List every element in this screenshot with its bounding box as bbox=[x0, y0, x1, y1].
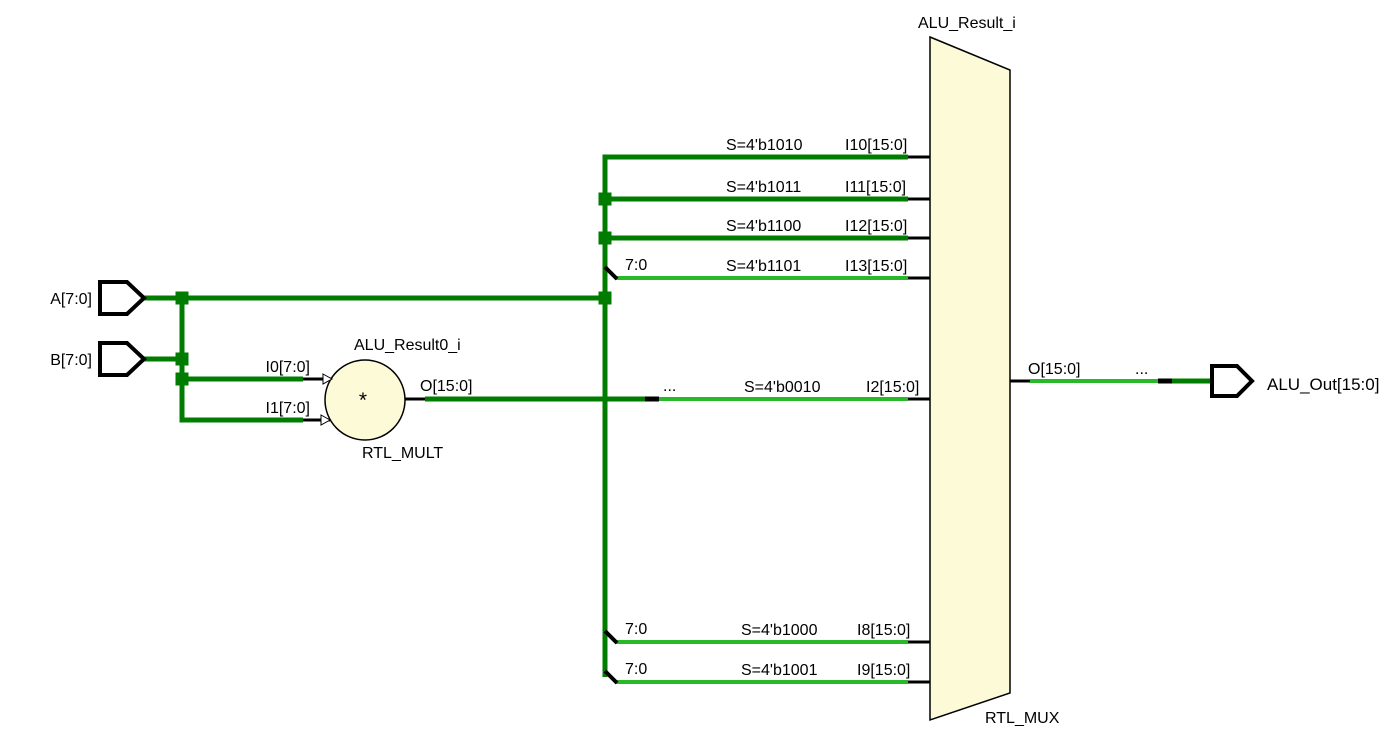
wire-label: ... bbox=[1135, 361, 1148, 378]
wire-label: I12[15:0] bbox=[845, 218, 907, 235]
wire-label: S=4'b1100 bbox=[726, 218, 801, 235]
port-a-input[interactable] bbox=[98, 280, 147, 316]
wire-junction bbox=[598, 192, 612, 206]
wire-label: ALU_Result0_i bbox=[354, 337, 461, 354]
wire-label: O[15:0] bbox=[1028, 361, 1080, 378]
bus-slice-tick bbox=[603, 629, 619, 645]
wire-label: S=4'b1001 bbox=[741, 662, 818, 679]
bus-slice-tick bbox=[603, 265, 619, 281]
wire-ab-vertical[interactable] bbox=[179, 298, 303, 423]
wire-junction bbox=[175, 291, 189, 305]
port-alu_out-output[interactable] bbox=[1210, 364, 1255, 398]
wire-junction bbox=[175, 372, 189, 386]
wire-label: ... bbox=[663, 378, 676, 395]
wire-label: S=4'b1011 bbox=[726, 179, 801, 196]
wire-label: I9[15:0] bbox=[857, 662, 910, 679]
wire-label: S=4'b1010 bbox=[726, 137, 803, 154]
wire-junction bbox=[598, 291, 612, 305]
mult-operator-symbol: * bbox=[359, 389, 367, 412]
wire-label: RTL_MUX bbox=[985, 710, 1060, 727]
wire-label: I8[15:0] bbox=[857, 622, 910, 639]
wire-label: O[15:0] bbox=[420, 378, 472, 395]
rtl-mult-shape[interactable] bbox=[324, 359, 406, 441]
wire-label: S=4'b1101 bbox=[726, 258, 801, 275]
port-b-input[interactable] bbox=[98, 341, 147, 377]
wire-label: S=4'b1000 bbox=[741, 622, 818, 639]
bus-slice-tick bbox=[603, 669, 619, 685]
port-label-a: A[7:0] bbox=[50, 291, 92, 308]
mult-input-pin-arrow-icon bbox=[322, 373, 334, 385]
wire-label: 7:0 bbox=[625, 661, 647, 678]
wire-mux-bus-trunk[interactable] bbox=[602, 154, 908, 677]
wire-label: I0[7:0] bbox=[266, 359, 310, 376]
wire-label: I13[15:0] bbox=[845, 258, 907, 275]
port-label-alu_out: ALU_Out[15:0] bbox=[1267, 375, 1379, 394]
wire-label: 7:0 bbox=[625, 621, 647, 638]
wire-label: S=4'b0010 bbox=[744, 379, 821, 396]
wire-label: RTL_MULT bbox=[362, 445, 443, 462]
wire-label: ALU_Result_i bbox=[918, 15, 1016, 32]
mult-input-pin-arrow-icon bbox=[320, 414, 332, 426]
wire-junction bbox=[598, 231, 612, 245]
wire-label: I2[15:0] bbox=[866, 379, 919, 396]
rtl-mux-shape[interactable] bbox=[929, 35, 1011, 722]
port-label-b: B[7:0] bbox=[50, 352, 92, 369]
wire-junction bbox=[175, 352, 189, 366]
wire-label: I10[15:0] bbox=[845, 137, 907, 154]
wire-label: I1[7:0] bbox=[266, 400, 310, 417]
wire-label: I11[15:0] bbox=[845, 179, 906, 196]
wire-label: 7:0 bbox=[625, 257, 647, 274]
